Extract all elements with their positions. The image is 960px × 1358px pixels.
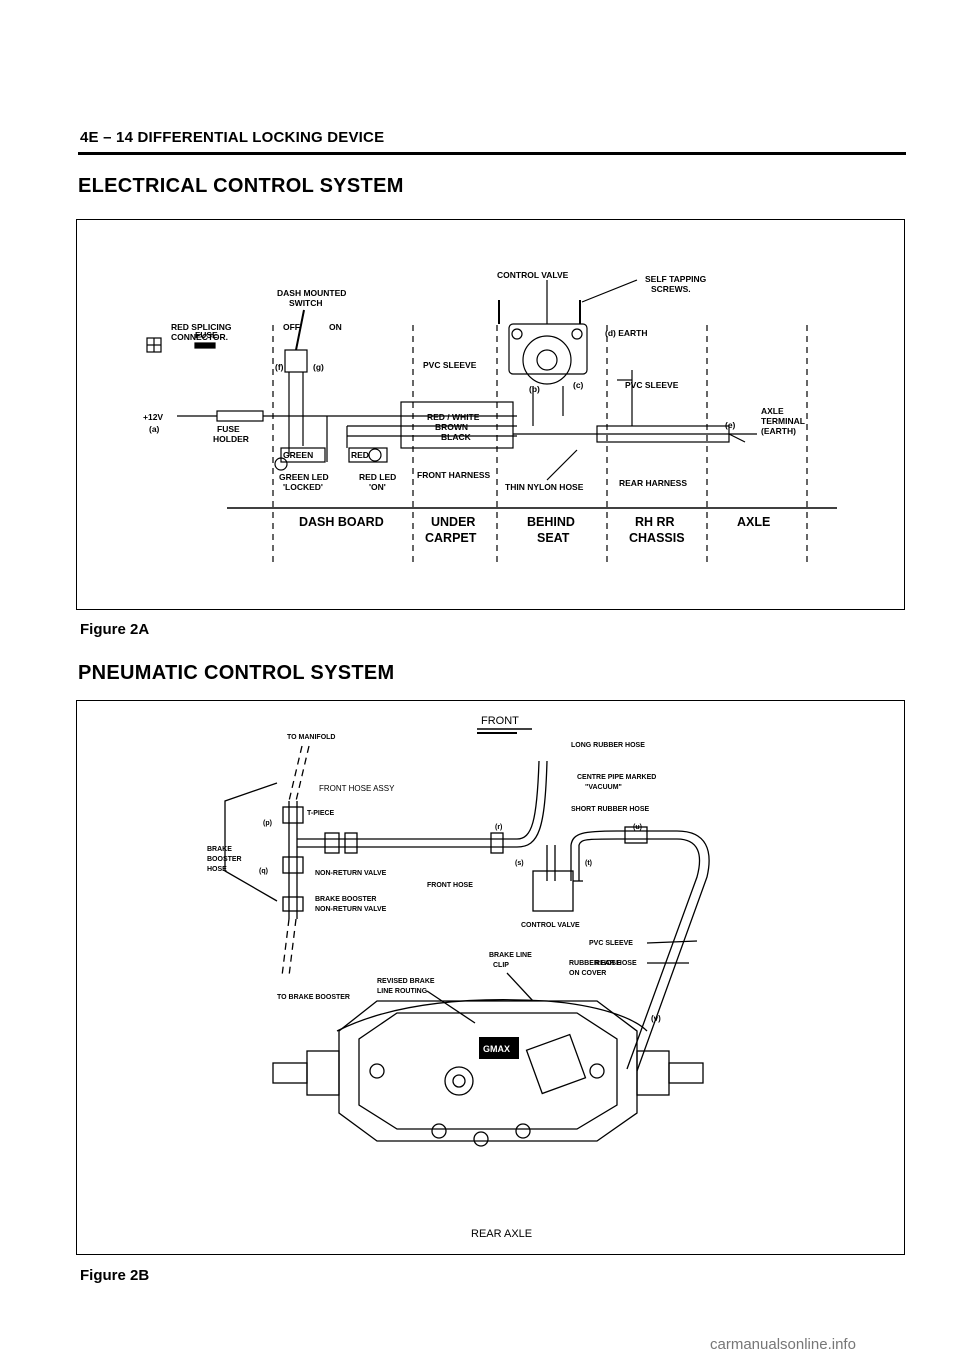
dash-switch-label-2: SWITCH bbox=[289, 298, 323, 308]
earth-label: (d) EARTH bbox=[605, 328, 648, 338]
front-label: FRONT bbox=[481, 715, 519, 727]
page-header-title: 4E – 14 DIFFERENTIAL LOCKING DEVICE bbox=[80, 129, 385, 146]
fuse-label: FUSE bbox=[195, 330, 218, 340]
a-label: (a) bbox=[149, 424, 160, 434]
red-splicing-label-1: RED SPLICING bbox=[171, 322, 232, 332]
red-label: RED bbox=[351, 450, 369, 460]
dash-switch-label-1: DASH MOUNTED bbox=[277, 288, 346, 298]
axle-terminal-label-2: TERMINAL bbox=[761, 416, 805, 426]
to-brake-booster-label: TO BRAKE BOOSTER bbox=[277, 994, 350, 1001]
short-rubber-hose-label: SHORT RUBBER HOSE bbox=[571, 806, 650, 813]
zone-axle: AXLE bbox=[737, 515, 770, 529]
pvc-sleeve-label-2: PVC SLEEVE bbox=[625, 380, 679, 390]
rear-harness-label: REAR HARNESS bbox=[619, 478, 687, 488]
axle-terminal-label-3: (EARTH) bbox=[761, 426, 796, 436]
brake-booster-nrv-label-1: BRAKE BOOSTER bbox=[315, 896, 376, 903]
red-splicing-label-2: CONNECTOR. bbox=[171, 332, 228, 342]
watermark-text: carmanualsonline.info bbox=[710, 1336, 856, 1353]
brown-label: BROWN bbox=[435, 422, 468, 432]
zone-rhrr-1: RH RR bbox=[635, 515, 675, 529]
plus12v-label: +12V bbox=[143, 412, 163, 422]
green-led-label-2: 'LOCKED' bbox=[283, 482, 323, 492]
control-valve-label: CONTROL VALVE bbox=[497, 270, 569, 280]
brake-booster-hose-label-3: HOSE bbox=[207, 866, 227, 873]
brake-line-clip-label-1: BRAKE LINE bbox=[489, 952, 532, 959]
v-label: (v) bbox=[651, 1014, 661, 1023]
q-label: (q) bbox=[259, 868, 268, 875]
gmax-label: GMAX bbox=[483, 1044, 510, 1054]
switch-on-label: ON bbox=[329, 322, 342, 332]
f-label: (f) bbox=[275, 362, 284, 372]
fuse-holder-label-1: FUSE bbox=[217, 424, 240, 434]
g-label: (g) bbox=[313, 362, 324, 372]
pvc-sleeve-label: PVC SLEEVE bbox=[589, 940, 633, 947]
u-label: (u) bbox=[633, 824, 642, 831]
red-led-label-2: 'ON' bbox=[369, 482, 386, 492]
figure-2a-caption: Figure 2A bbox=[80, 621, 150, 638]
t-piece-label: T-PIECE bbox=[307, 810, 335, 817]
brake-line-clip-label-2: CLIP bbox=[493, 962, 509, 969]
figure-2b-caption: Figure 2B bbox=[80, 1267, 150, 1284]
to-manifold-label: TO MANIFOLD bbox=[287, 734, 335, 741]
long-rubber-hose-label: LONG RUBBER HOSE bbox=[571, 742, 645, 749]
brake-booster-hose-label-1: BRAKE bbox=[207, 846, 232, 853]
brake-booster-hose-label-2: BOOSTER bbox=[207, 856, 242, 863]
fuse-holder-label-2: HOLDER bbox=[213, 434, 249, 444]
rear-hose-label: REAR HOSE bbox=[595, 960, 637, 967]
self-tapping-label-1: SELF TAPPING bbox=[645, 274, 707, 284]
front-hose-label: FRONT HOSE bbox=[427, 882, 473, 889]
pneumatic-diagram-svg: FRONT TO MANIFOLD LONG RUBBER HOSE CENTR… bbox=[207, 715, 710, 1240]
rear-axle-label: REAR AXLE bbox=[471, 1228, 532, 1240]
green-led-label-1: GREEN LED bbox=[279, 472, 329, 482]
zone-behind-2: SEAT bbox=[537, 531, 570, 545]
header-rule bbox=[78, 152, 906, 155]
revised-routing-label-2: LINE ROUTING bbox=[377, 988, 428, 995]
control-valve-label: CONTROL VALVE bbox=[521, 922, 580, 929]
figure-2b-pneumatic-diagram: FRONT TO MANIFOLD LONG RUBBER HOSE CENTR… bbox=[76, 700, 905, 1255]
zone-behind-1: BEHIND bbox=[527, 515, 575, 529]
s-label: (s) bbox=[515, 860, 524, 867]
black-label: BLACK bbox=[441, 432, 472, 442]
zone-under-2: CARPET bbox=[425, 531, 477, 545]
rubber-hose-cover-label-1: RUBBER HOSE bbox=[569, 960, 621, 967]
gmax-plate bbox=[479, 1037, 519, 1059]
p-label: (p) bbox=[263, 820, 272, 827]
front-harness-label: FRONT HARNESS bbox=[417, 470, 491, 480]
figure-2a-electrical-diagram: CONTROL VALVE SELF TAPPING SCREWS. DASH … bbox=[76, 219, 905, 610]
revised-routing-label-1: REVISED BRAKE bbox=[377, 978, 435, 985]
centre-pipe-label-1: CENTRE PIPE MARKED bbox=[577, 774, 656, 781]
pvc-sleeve-label-1: PVC SLEEVE bbox=[423, 360, 477, 370]
red-led-label-1: RED LED bbox=[359, 472, 396, 482]
pneumatic-section-title: PNEUMATIC CONTROL SYSTEM bbox=[78, 662, 395, 684]
rubber-hose-cover-label-2: ON COVER bbox=[569, 970, 606, 977]
r-label: (r) bbox=[495, 824, 502, 831]
green-label: GREEN bbox=[283, 450, 313, 460]
b-label: (b) bbox=[529, 384, 540, 394]
e-label: (e) bbox=[725, 420, 736, 430]
electrical-diagram-svg: CONTROL VALVE SELF TAPPING SCREWS. DASH … bbox=[143, 270, 837, 566]
brake-booster-nrv-label-2: NON-RETURN VALVE bbox=[315, 906, 387, 913]
self-tapping-label-2: SCREWS. bbox=[651, 284, 691, 294]
non-return-valve-label: NON-RETURN VALVE bbox=[315, 870, 387, 877]
zone-rhrr-2: CHASSIS bbox=[629, 531, 685, 545]
electrical-section-title: ELECTRICAL CONTROL SYSTEM bbox=[78, 175, 404, 197]
zone-under-1: UNDER bbox=[431, 515, 475, 529]
t-label: (t) bbox=[585, 860, 592, 867]
zone-dash-board: DASH BOARD bbox=[299, 515, 384, 529]
axle-terminal-label-1: AXLE bbox=[761, 406, 784, 416]
red-white-label: RED / WHITE bbox=[427, 412, 480, 422]
switch-off-label: OFF bbox=[283, 322, 300, 332]
c-label: (c) bbox=[573, 380, 584, 390]
thin-nylon-hose-label: THIN NYLON HOSE bbox=[505, 482, 584, 492]
front-hose-assy-label: FRONT HOSE ASSY bbox=[319, 784, 395, 793]
centre-pipe-label-2: "VACUUM" bbox=[585, 784, 622, 791]
